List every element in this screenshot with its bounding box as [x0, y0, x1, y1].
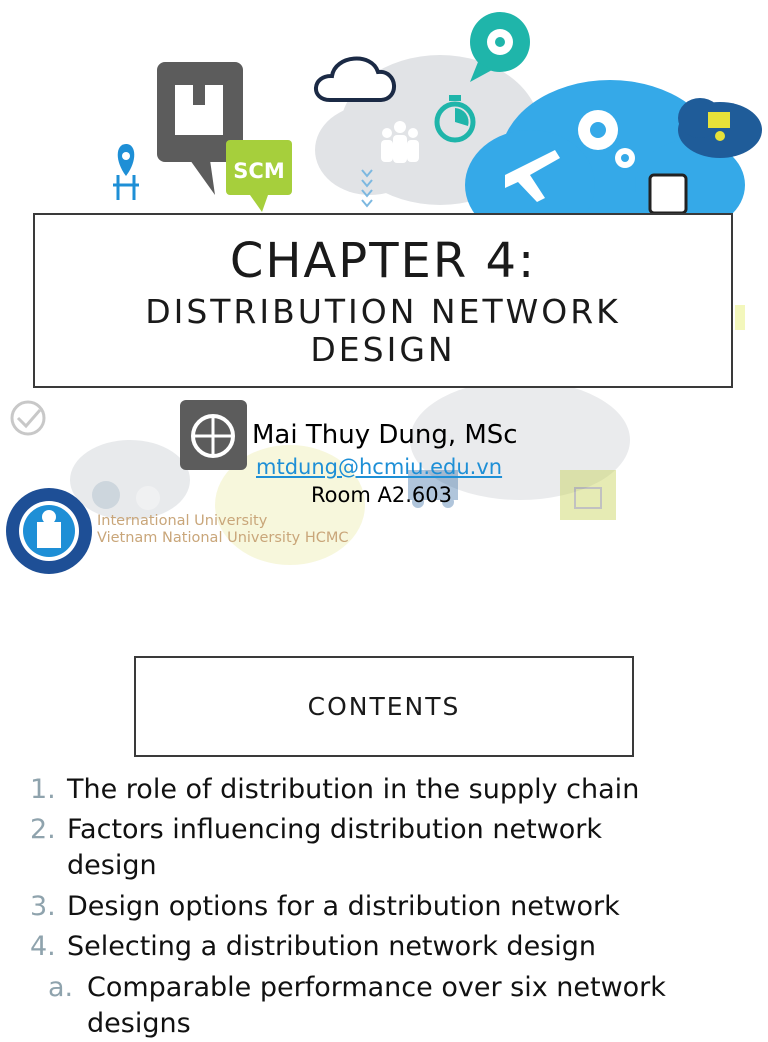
- gear-bubble-icon: [470, 12, 530, 82]
- list-item-number: 2.: [30, 814, 56, 845]
- university-line-1: International University: [97, 513, 268, 529]
- university-logo: [6, 488, 92, 574]
- cart-cloud-icon: [678, 98, 762, 158]
- package-bubble-icon: [157, 62, 243, 195]
- contents-heading-box: CONTENTS: [134, 656, 634, 757]
- university-line-2: Vietnam National University HCMC: [97, 530, 349, 546]
- list-item-text: The role of distribution in the supply c…: [67, 774, 640, 805]
- subtitle-line-1: DISTRIBUTION NETWORK: [145, 292, 621, 331]
- subtitle-line-2: DESIGN: [310, 330, 456, 369]
- gear-icon: [578, 110, 635, 168]
- list-item-text-continued: design: [67, 850, 157, 881]
- list-item-text: Design options for a distribution networ…: [67, 891, 620, 922]
- people-icon: [381, 121, 419, 163]
- gray-cloud-bottom: [410, 380, 630, 500]
- airplane-icon: [505, 150, 560, 202]
- author-name: Mai Thuy Dung, MSc: [252, 420, 518, 450]
- title-slide: SCM CHAPTER 4: DISTRI: [6, 12, 762, 574]
- chevron-down-icon: [361, 169, 373, 208]
- scm-badge-label: SCM: [233, 159, 284, 183]
- chapter-subtitle: DISTRIBUTION NETWORK DESIGN: [35, 293, 731, 369]
- list-item-number: a.: [48, 972, 74, 1003]
- gear-small-icon: [92, 481, 160, 510]
- check-icon: [10, 400, 46, 436]
- list-item-number: 3.: [30, 891, 56, 922]
- author-room: Room A2.603: [311, 483, 452, 507]
- list-item-number: 1.: [30, 774, 56, 805]
- list-item-text: Selecting a distribution network design: [67, 931, 597, 962]
- contents-heading: CONTENTS: [307, 692, 461, 721]
- title-box: CHAPTER 4: DISTRIBUTION NETWORK DESIGN: [33, 213, 733, 388]
- cloud-outline-icon: [314, 56, 396, 102]
- author-email-link[interactable]: mtdung@hcmiu.edu.vn: [256, 455, 503, 479]
- university-name: International University Vietnam Nationa…: [97, 513, 349, 547]
- clipboard-icon: [648, 173, 688, 215]
- list-item-text: Factors influencing distribution network: [67, 814, 603, 845]
- truck-icon: [408, 470, 458, 508]
- list-item-text-continued: designs: [87, 1008, 191, 1039]
- stopwatch-icon: [434, 95, 476, 143]
- container-icon: [560, 470, 616, 520]
- supply-chain-illustration: SCM: [10, 12, 762, 565]
- scm-badge: [226, 140, 292, 212]
- location-pin-icon: [113, 144, 139, 200]
- list-item-number: 4.: [30, 931, 56, 962]
- chapter-title: CHAPTER 4:: [229, 233, 537, 289]
- list-item-text: Comparable performance over six network: [87, 972, 666, 1003]
